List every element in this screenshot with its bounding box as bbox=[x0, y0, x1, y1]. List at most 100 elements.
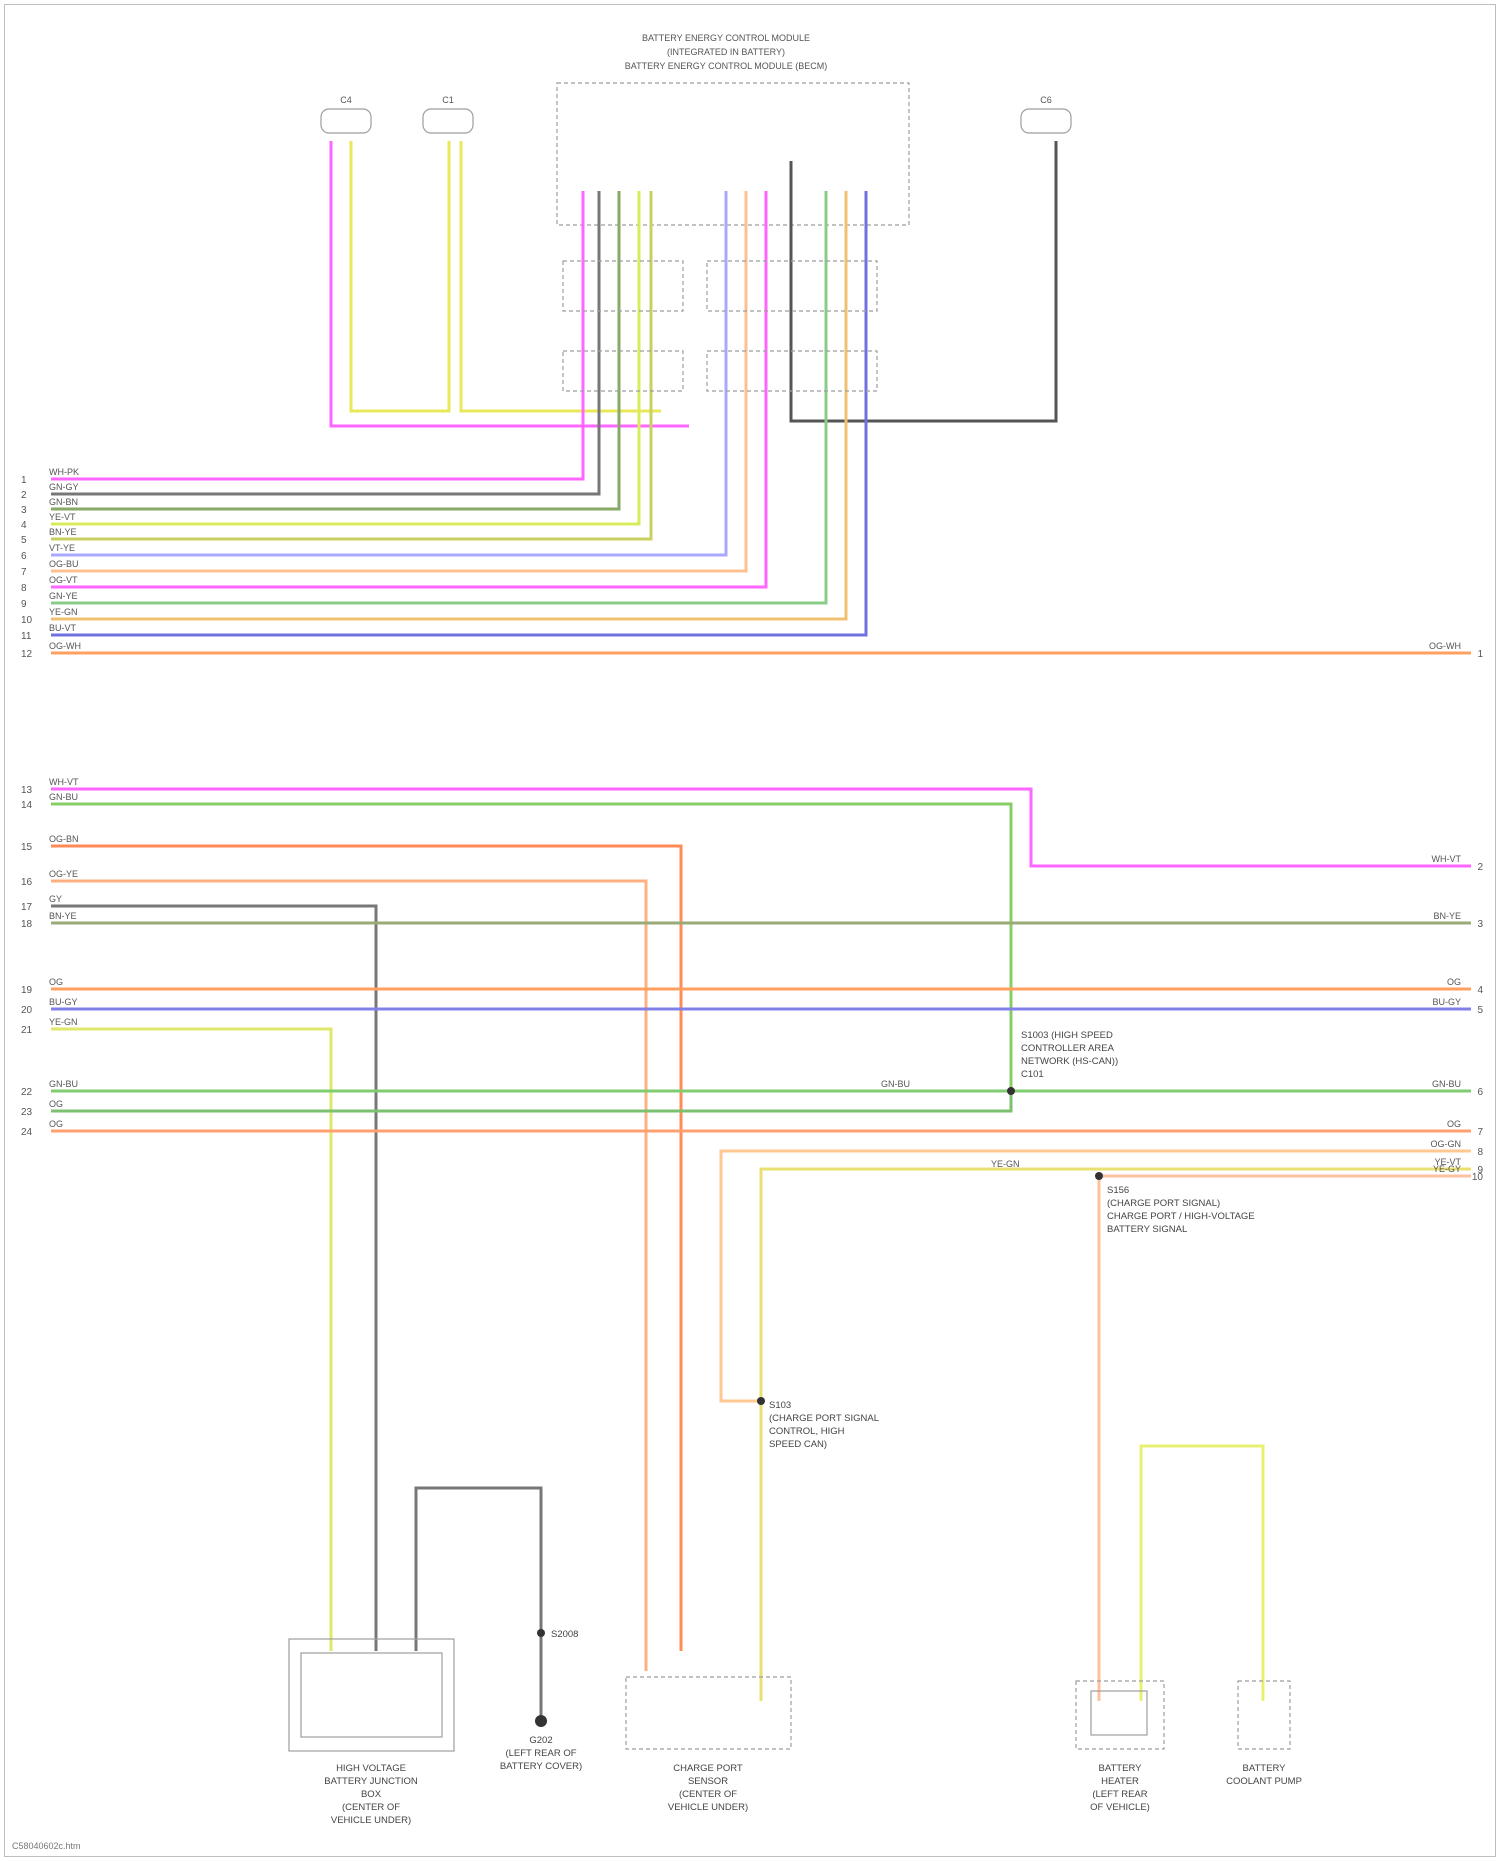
top-harness-pin-6: 6 bbox=[21, 551, 27, 562]
bottom-harness-wire-label-20: BU-GY bbox=[49, 997, 78, 1007]
right-harness-pin-6: 6 bbox=[1477, 1087, 1483, 1098]
top-wire-1 bbox=[51, 191, 583, 479]
bottom-harness-pin-15: 15 bbox=[21, 842, 33, 853]
bottom-harness-wire-label-22: GN-BU bbox=[49, 1079, 78, 1089]
splice-s3-line-3: CONTROL, HIGH bbox=[769, 1426, 845, 1437]
bottom-harness-pin-13: 13 bbox=[21, 785, 33, 796]
top-inline-connectors bbox=[563, 261, 877, 391]
component-2-line-4: VEHICLE UNDER) bbox=[668, 1802, 748, 1813]
bottom-harness-wire-label-16: OG-YE bbox=[49, 869, 78, 879]
component-3-line-3: (LEFT REAR bbox=[1092, 1789, 1147, 1800]
bottom-wire-16 bbox=[51, 881, 646, 1671]
ground-symbol bbox=[535, 1715, 547, 1727]
splice-points bbox=[535, 1087, 1103, 1727]
bottom-harness-pin-22: 22 bbox=[21, 1087, 33, 1098]
bottom-harness-pin-19: 19 bbox=[21, 985, 33, 996]
splice-s1-line-2: CONTROLLER AREA bbox=[1021, 1043, 1115, 1054]
splice-s3-line-1: S103 bbox=[769, 1400, 791, 1411]
connector-c3: C6 bbox=[1021, 95, 1071, 133]
bottom-wire-13 bbox=[51, 789, 1471, 866]
splice-s2-text: S156 (CHARGE PORT SIGNAL) CHARGE PORT / … bbox=[1107, 1185, 1255, 1235]
component-1-line-4: (CENTER OF bbox=[342, 1802, 400, 1813]
connector-c1-label: C4 bbox=[340, 95, 352, 105]
right-harness-wire-label-1: OG-WH bbox=[1429, 641, 1461, 651]
bottom-harness-pin-16: 16 bbox=[21, 877, 33, 888]
top-harness-labels: 1WH-PK2GN-GY3GN-BN4YE-VT5BN-YE6VT-YE7OG-… bbox=[21, 467, 81, 660]
component-4-line-2: COOLANT PUMP bbox=[1226, 1776, 1302, 1787]
footer-code: C58040602c.htm bbox=[12, 1841, 81, 1851]
component-2-line-1: CHARGE PORT bbox=[673, 1763, 743, 1774]
ground-point-label: S2008 bbox=[551, 1629, 578, 1640]
right-harness-pin-10: 10 bbox=[1472, 1172, 1484, 1183]
bottom-harness-pin-17: 17 bbox=[21, 902, 33, 913]
module-title-line-3: BATTERY ENERGY CONTROL MODULE (BECM) bbox=[625, 61, 828, 71]
inline-connector-a bbox=[563, 261, 683, 311]
yellow-run-label: YE-GN bbox=[991, 1159, 1020, 1169]
bottom-wire-23 bbox=[51, 1091, 1011, 1111]
connector-c1-body bbox=[321, 109, 371, 133]
bottom-harness-wire-label-21: YE-GN bbox=[49, 1017, 78, 1027]
top-harness-wire-label-7: OG-BU bbox=[49, 559, 79, 569]
right-harness-wire-label-8: OG-GN bbox=[1431, 1139, 1462, 1149]
top-wire-3 bbox=[51, 191, 619, 509]
green-run-label: GN-BU bbox=[881, 1079, 910, 1089]
right-harness-wire-label-6: GN-BU bbox=[1432, 1079, 1461, 1089]
bottom-harness-wire-label-24: OG bbox=[49, 1119, 63, 1129]
splice-s1-line-3: NETWORK (HS-CAN)) bbox=[1021, 1056, 1118, 1067]
top-harness-wire-label-1: WH-PK bbox=[49, 467, 79, 477]
right-harness-pin-8: 8 bbox=[1477, 1147, 1483, 1158]
splice-s3-line-4: SPEED CAN) bbox=[769, 1439, 827, 1450]
inline-connector-b bbox=[563, 351, 683, 391]
ground-desc-1: (LEFT REAR OF bbox=[505, 1748, 576, 1759]
diagram-page: BATTERY ENERGY CONTROL MODULE (INTEGRATE… bbox=[4, 4, 1496, 1857]
splice-s2-line-1: S156 bbox=[1107, 1185, 1129, 1196]
ground-label: G202 bbox=[529, 1735, 552, 1746]
bottom-harness-pin-23: 23 bbox=[21, 1107, 33, 1118]
right-harness-wire-label-5: BU-GY bbox=[1432, 997, 1461, 1007]
bottom-harness-pin-18: 18 bbox=[21, 919, 33, 930]
wiring-diagram: BATTERY ENERGY CONTROL MODULE (INTEGRATE… bbox=[5, 5, 1497, 1858]
component-1-line-1: HIGH VOLTAGE bbox=[336, 1763, 406, 1774]
top-wire-7 bbox=[51, 191, 746, 571]
top-wire-6 bbox=[51, 191, 726, 555]
bottom-wire-15 bbox=[51, 846, 681, 1651]
connector-c2-label: C1 bbox=[442, 95, 454, 105]
splice-s3-dot bbox=[757, 1397, 765, 1405]
splice-s1-dot bbox=[1007, 1087, 1015, 1095]
top-wire-8 bbox=[51, 191, 766, 587]
top-harness-wire-label-4: YE-VT bbox=[49, 512, 76, 522]
module-title-line-1: BATTERY ENERGY CONTROL MODULE bbox=[642, 33, 810, 43]
connector-c3-body bbox=[1021, 109, 1071, 133]
right-harness-wire-label-2: WH-VT bbox=[1432, 854, 1462, 864]
component-1-outer bbox=[289, 1639, 454, 1751]
top-harness-pin-1: 1 bbox=[21, 475, 27, 486]
splice-s2-line-4: BATTERY SIGNAL bbox=[1107, 1224, 1187, 1235]
top-wire-11 bbox=[51, 191, 866, 635]
right-harness-pin-1: 1 bbox=[1477, 649, 1483, 660]
right-harness-pin-7: 7 bbox=[1477, 1127, 1483, 1138]
connector-c1: C4 bbox=[321, 95, 371, 133]
bottom-harness-pin-21: 21 bbox=[21, 1025, 33, 1036]
right-harness-wire-label-7: OG bbox=[1447, 1119, 1461, 1129]
component-2-outline bbox=[626, 1677, 791, 1749]
bottom-wires bbox=[51, 789, 1471, 1721]
splice-s2-line-2: (CHARGE PORT SIGNAL) bbox=[1107, 1198, 1220, 1209]
splice-s1-line-1: S1003 (HIGH SPEED bbox=[1021, 1030, 1113, 1041]
right-harness-pin-3: 3 bbox=[1477, 919, 1483, 930]
right-harness-wire-label-10: YE-GY bbox=[1433, 1164, 1461, 1174]
top-harness-wire-label-12: OG-WH bbox=[49, 641, 81, 651]
top-harness-wire-label-2: GN-GY bbox=[49, 482, 79, 492]
component-3-line-2: HEATER bbox=[1101, 1776, 1139, 1787]
right-harness-labels: 1OG-WH2WH-VT3BN-YE4OG5BU-GY6GN-BU7OG8OG-… bbox=[1429, 641, 1483, 1183]
connector-c2-body bbox=[423, 109, 473, 133]
bottom-harness-wire-label-23: OG bbox=[49, 1099, 63, 1109]
module-header: BATTERY ENERGY CONTROL MODULE (INTEGRATE… bbox=[557, 33, 909, 225]
bottom-harness-wire-label-17: GY bbox=[49, 894, 62, 904]
bottom-harness-pin-14: 14 bbox=[21, 800, 33, 811]
ground-point-dot bbox=[537, 1629, 545, 1637]
top-harness-pin-4: 4 bbox=[21, 520, 27, 531]
component-junction-box: HIGH VOLTAGE BATTERY JUNCTION BOX (CENTE… bbox=[289, 1639, 454, 1826]
top-wire-9 bbox=[51, 191, 826, 603]
splice-s3-text: S103 (CHARGE PORT SIGNAL CONTROL, HIGH S… bbox=[769, 1400, 879, 1450]
right-harness-pin-4: 4 bbox=[1477, 985, 1483, 996]
